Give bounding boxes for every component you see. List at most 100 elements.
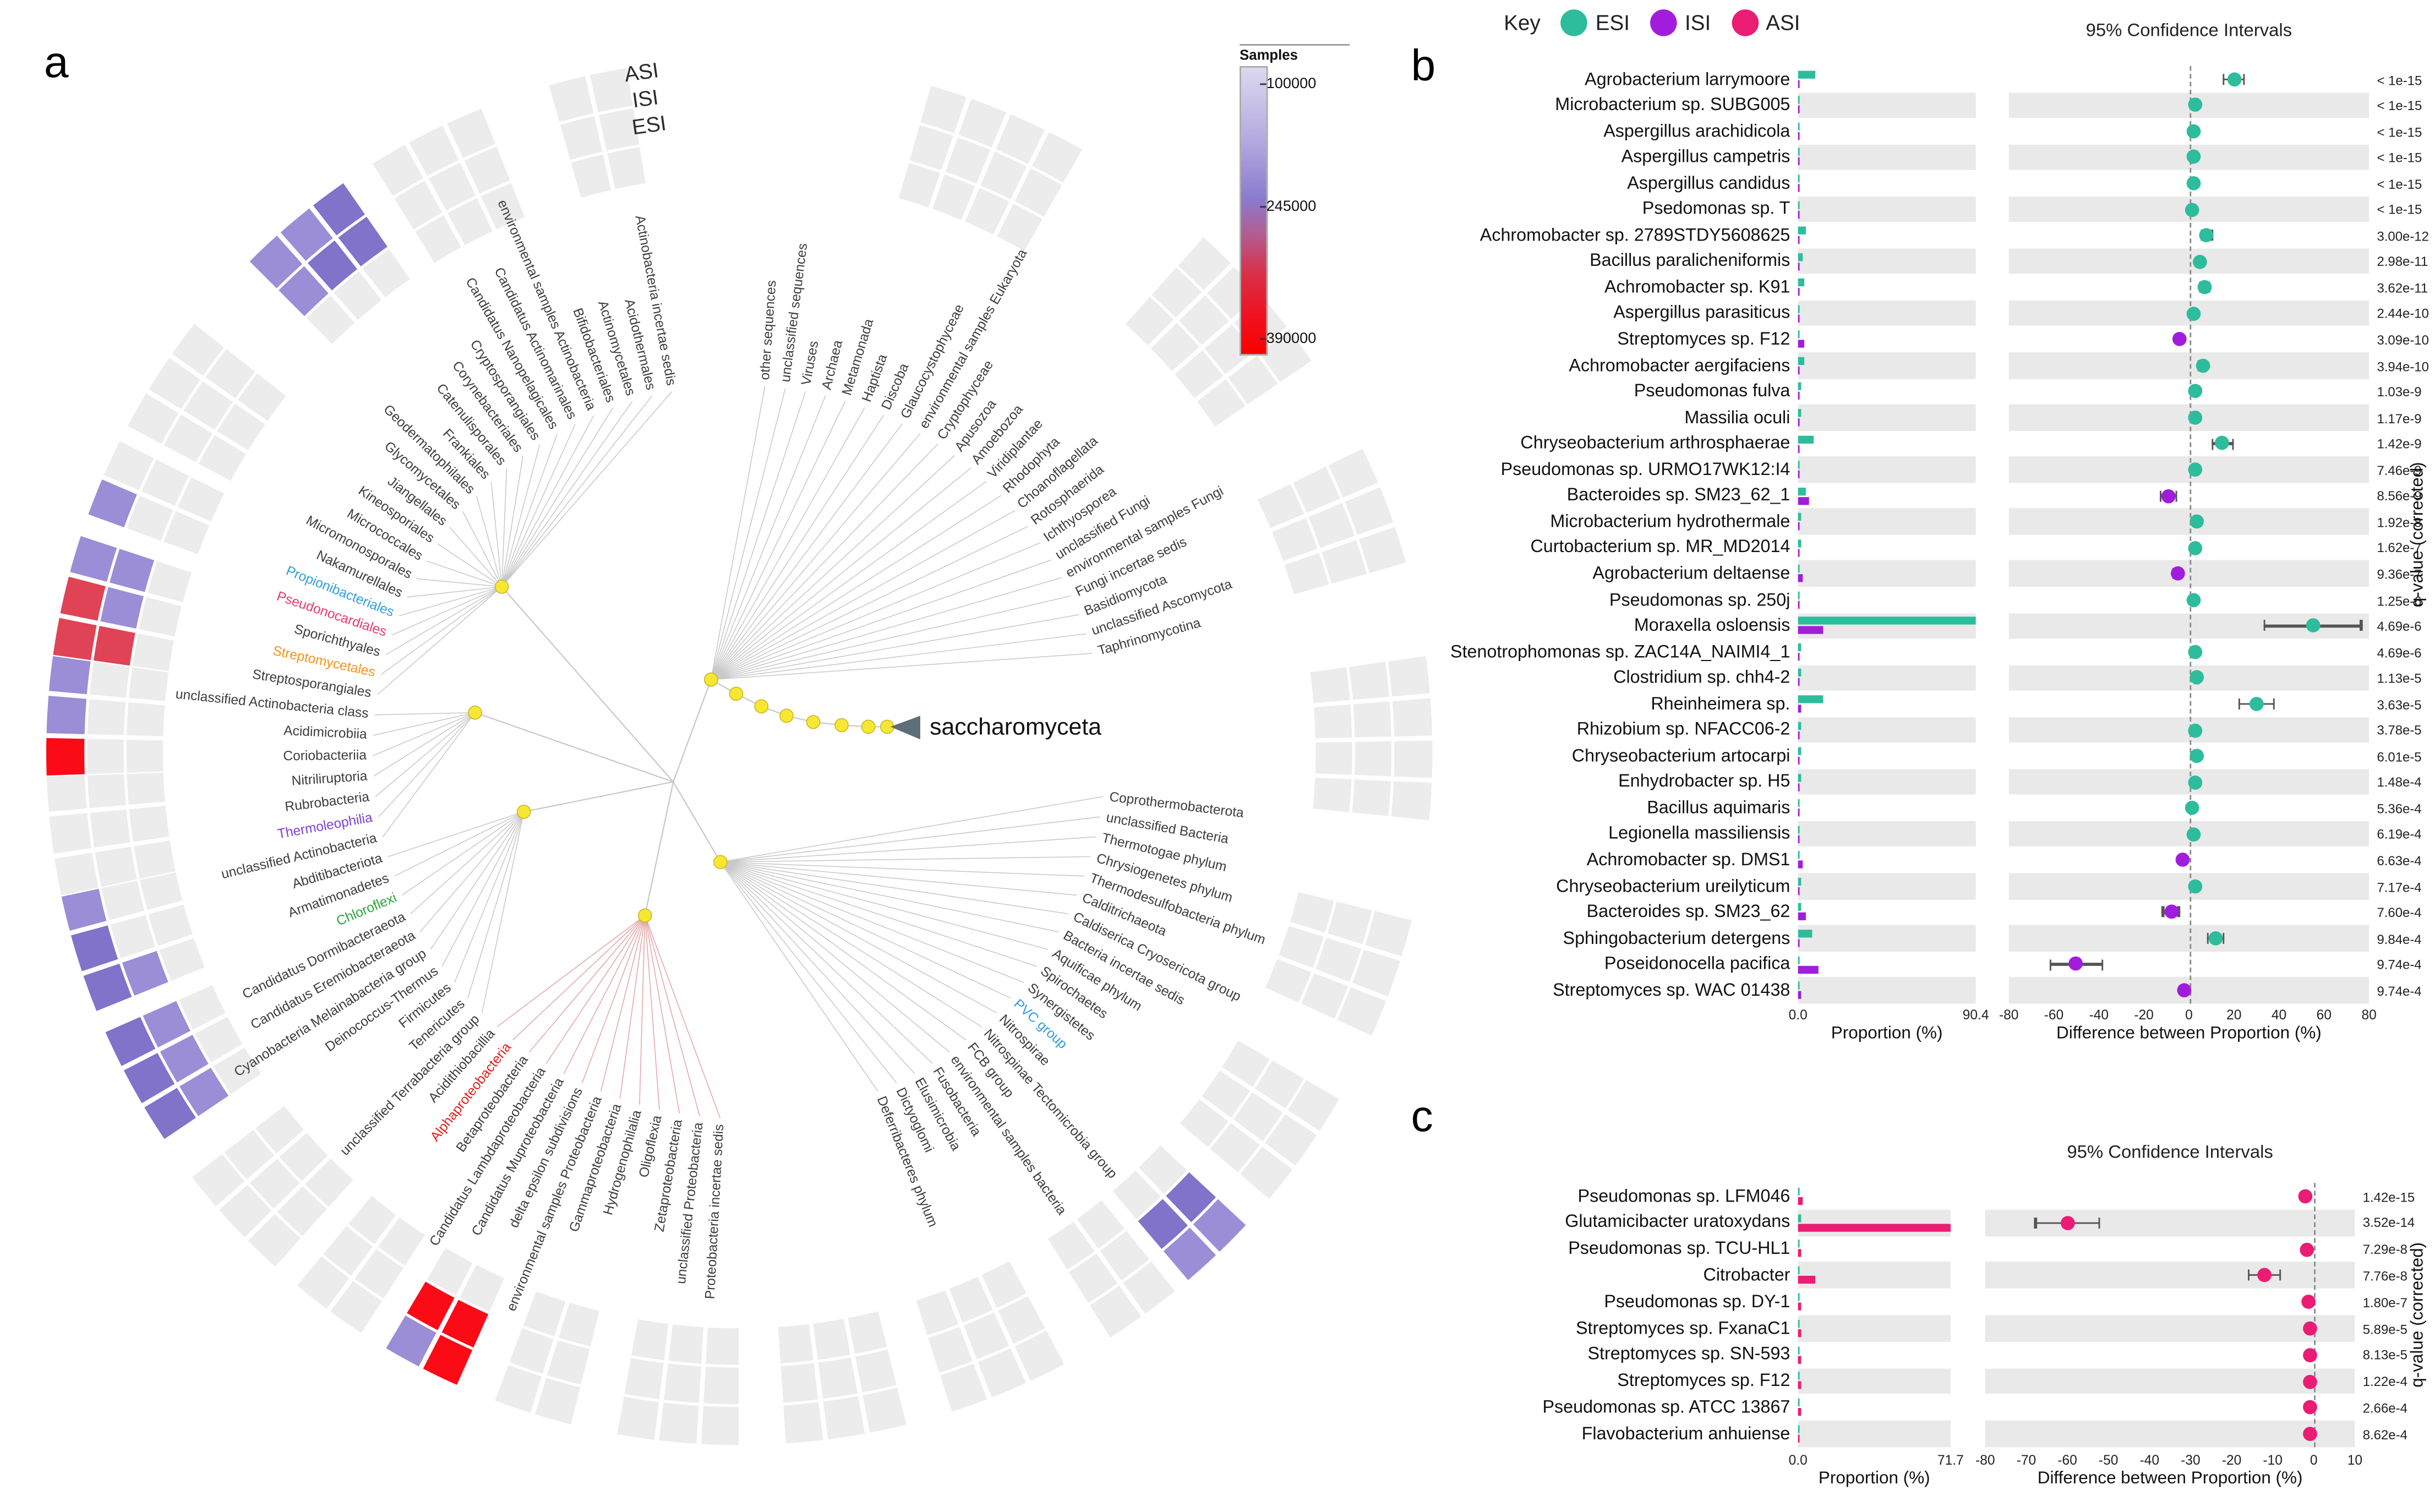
proportion-bar-isi xyxy=(1798,861,1803,869)
heatmap-cell xyxy=(822,1394,867,1441)
proportion-bar-asi xyxy=(1798,1434,1800,1443)
ci-dot xyxy=(2186,124,2201,139)
species-name: Pseudomonas sp. TCU-HL1 xyxy=(1568,1240,1790,1259)
heatmap-cell xyxy=(86,478,139,529)
heatmap-cell xyxy=(376,1215,427,1268)
species-name: Achromobacter sp. K91 xyxy=(1604,278,1790,297)
branch-line xyxy=(501,395,653,587)
ci-dot xyxy=(2186,306,2201,321)
branch-line xyxy=(501,415,594,587)
ci-dot xyxy=(2189,749,2204,763)
branch-line xyxy=(711,388,786,680)
zero-dashed-line xyxy=(2313,1183,2316,1448)
heatmap-cell xyxy=(125,494,175,543)
heatmap-cell xyxy=(276,264,331,318)
ci-dot xyxy=(2172,332,2187,347)
proportion-bar-isi xyxy=(1798,236,1800,244)
proportion-bar-esi xyxy=(1798,643,1801,651)
diff-axis-tick: 0 xyxy=(2310,1451,2318,1468)
heatmap-cell xyxy=(1263,957,1313,1005)
proportion-bar-isi xyxy=(1798,809,1800,817)
heatmap-cell xyxy=(1391,697,1434,738)
heatmap-cell xyxy=(1191,1197,1248,1254)
heatmap-cell xyxy=(854,1348,898,1394)
branch-line xyxy=(711,559,1052,680)
branch-line xyxy=(720,861,1011,999)
branch-line xyxy=(720,861,1077,896)
key-item-label: ASI xyxy=(1766,11,1800,35)
proportion-bar-asi xyxy=(1798,1197,1803,1205)
proportion-bar-esi xyxy=(1798,1214,1801,1222)
heatmap-cell xyxy=(1312,703,1353,740)
q-value: 3.52e-14 xyxy=(2362,1215,2415,1231)
species-name: Massilia oculi xyxy=(1684,408,1790,428)
species-name: Pseudomonas sp. ATCC 13867 xyxy=(1542,1398,1790,1417)
ci-dot xyxy=(2185,801,2199,815)
q-value: 9.74e-4 xyxy=(2377,982,2422,999)
ci-dot xyxy=(2303,1427,2317,1442)
species-name: Achromobacter aergifaciens xyxy=(1569,356,1790,375)
proportion-bar-esi xyxy=(1798,226,1806,235)
heatmap-cell xyxy=(1013,167,1064,219)
q-value: 4.69e-6 xyxy=(2377,644,2422,661)
row-stripe xyxy=(1798,1368,1951,1395)
ci-title: 95% Confidence Intervals xyxy=(2085,22,2292,41)
heatmap-cell xyxy=(86,771,128,810)
heatmap-cell xyxy=(908,123,955,172)
taxon-label: Coriobacteriia xyxy=(283,748,367,764)
ci-dot xyxy=(2187,98,2202,112)
q-value: 3.63e-5 xyxy=(2377,696,2422,712)
key-title: Key xyxy=(1504,11,1541,35)
q-value: 7.76e-8 xyxy=(2362,1268,2407,1284)
species-name: Bacillus paralicheniformis xyxy=(1590,252,1790,271)
q-value: 1.03e-9 xyxy=(2377,384,2422,400)
proportion-bar-isi xyxy=(1798,314,1800,323)
root-branch xyxy=(673,679,712,782)
ci-dot xyxy=(2161,488,2176,503)
heatmap-cell xyxy=(1300,971,1350,1020)
branch-line xyxy=(711,614,1079,680)
heatmap-cell xyxy=(108,547,156,594)
q-value: 9.74e-4 xyxy=(2377,957,2422,973)
heatmap-cell xyxy=(93,845,139,889)
proportion-bar-esi xyxy=(1798,1399,1800,1407)
heatmap-cell xyxy=(140,457,191,508)
heatmap-cell xyxy=(215,402,267,452)
ring-label: ISI xyxy=(631,85,660,112)
proportion-bar-isi xyxy=(1798,574,1803,583)
ring-label: ASI xyxy=(623,58,660,86)
colorbar-title: Samples xyxy=(1240,44,1350,63)
heatmap-cell xyxy=(246,1212,303,1269)
heatmap-cell xyxy=(311,181,367,237)
heatmap-cell xyxy=(777,1323,815,1365)
branch-line xyxy=(711,595,1071,680)
tree-node-dot xyxy=(637,908,652,923)
proportion-bar-esi xyxy=(1798,591,1800,599)
branch-line xyxy=(430,811,525,950)
heatmap-cell xyxy=(125,701,166,738)
heatmap-cell xyxy=(329,1279,384,1335)
proportion-bar-esi xyxy=(1798,70,1816,79)
branch-line xyxy=(711,467,971,680)
heatmap-cell xyxy=(146,903,194,948)
diff-axis-tick: -80 xyxy=(1999,1007,2019,1023)
ci-dot xyxy=(2190,514,2204,529)
ci-dot xyxy=(2195,358,2210,373)
branch-line xyxy=(711,495,1002,680)
heatmap-cell xyxy=(1343,485,1395,537)
heatmap-cell xyxy=(92,624,137,667)
heatmap-cell xyxy=(558,114,604,162)
key-item-label: ESI xyxy=(1595,11,1630,35)
diff-axis-tick: 0 xyxy=(2185,1007,2193,1023)
heatmap-cell xyxy=(102,439,156,492)
colorbar-tick: 390000 xyxy=(1260,330,1317,348)
heatmap-cell xyxy=(1286,1078,1341,1133)
proportion-bar-esi xyxy=(1798,773,1801,782)
proportion-bar-isi xyxy=(1798,158,1800,166)
heatmap-cell xyxy=(1291,465,1342,515)
zero-dashed-line xyxy=(2188,66,2191,1003)
heatmap-cell xyxy=(86,697,127,737)
diff-axis-label: Difference between Proportion (%) xyxy=(2056,1024,2322,1043)
